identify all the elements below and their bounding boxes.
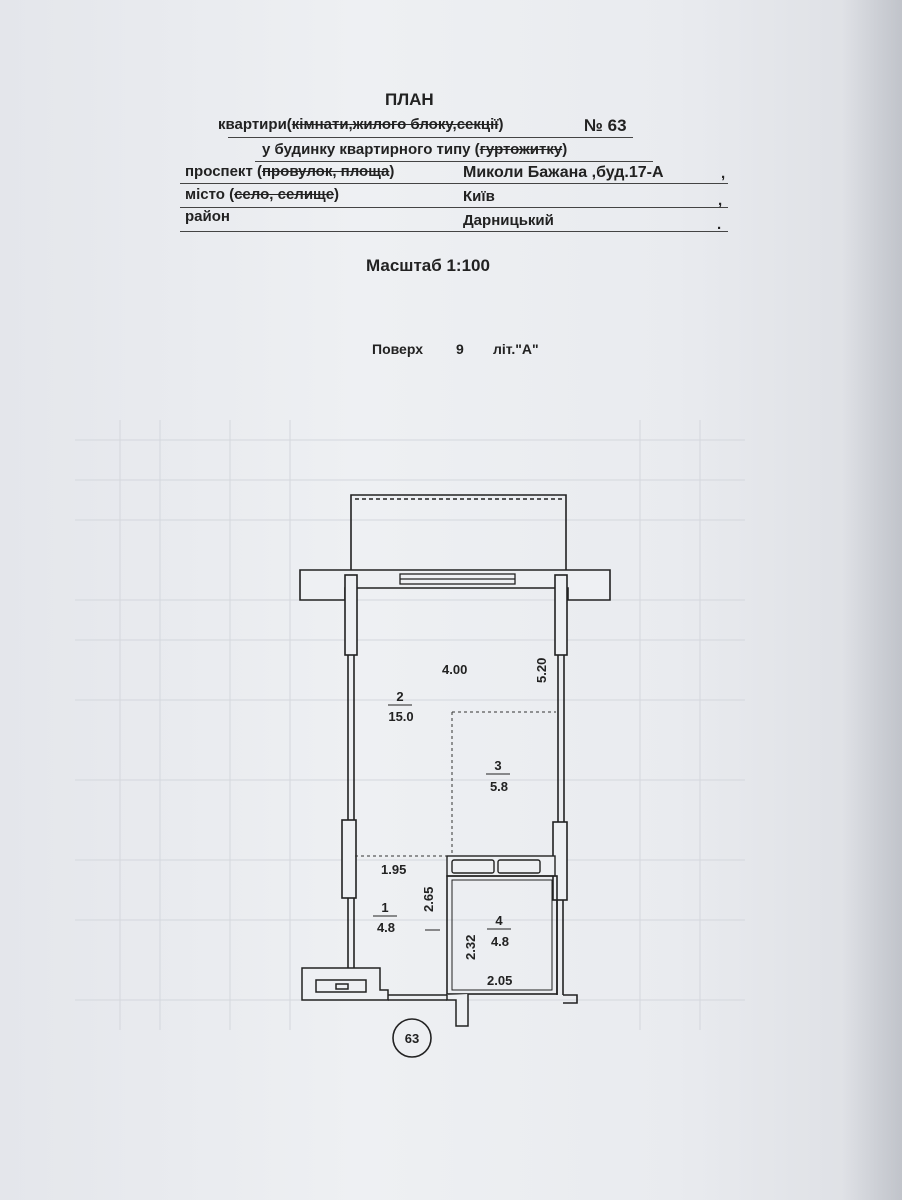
scale-label: Масштаб 1:100 bbox=[366, 256, 490, 275]
room-1-number: 1 bbox=[381, 900, 388, 915]
entrance bbox=[301, 967, 469, 1027]
apartment-line: квартири(кімнати,жилого блоку,секції) bbox=[218, 116, 504, 133]
dim-bath-length: 2.32 bbox=[463, 935, 478, 960]
building-type-underline bbox=[255, 161, 653, 162]
apartment-marker-number: 63 bbox=[405, 1031, 419, 1046]
room-4-number: 4 bbox=[495, 913, 503, 928]
room-4-area: 4.8 bbox=[491, 934, 509, 949]
dimensions: 4.00 5.20 1.95 2.65 2.32 2.05 bbox=[381, 658, 549, 988]
city-value: Київ bbox=[463, 188, 495, 205]
street-underline bbox=[180, 183, 728, 184]
building-type-line: у будинку квартирного типу (гуртожитку) bbox=[262, 141, 567, 158]
room-3-area: 5.8 bbox=[490, 779, 508, 794]
street-suffix: ) bbox=[389, 163, 395, 180]
dim-width-top: 4.00 bbox=[442, 662, 467, 677]
background-grid bbox=[75, 420, 745, 1030]
room-2-number: 2 bbox=[396, 689, 403, 704]
apartment-marker: 63 bbox=[392, 1018, 432, 1058]
city-suffix: ) bbox=[334, 186, 340, 203]
balcony-window bbox=[399, 573, 516, 585]
building-type-suffix: ) bbox=[562, 141, 568, 158]
dim-hall-length: 2.65 bbox=[421, 887, 436, 912]
bathroom-walls bbox=[446, 875, 558, 995]
city-struck: село, селище bbox=[234, 186, 335, 203]
apartment-struck: кімнати,жилого блоку,секції bbox=[291, 116, 499, 133]
street-struck: провулок, площа bbox=[261, 163, 390, 180]
exterior-wall bbox=[299, 569, 611, 601]
street-end: , bbox=[721, 165, 726, 182]
room-2-area: 15.0 bbox=[388, 709, 413, 724]
district-underline bbox=[180, 231, 728, 232]
building-type-struck: гуртожитку bbox=[479, 141, 563, 158]
street-value: Миколи Бажана ,буд.17-А bbox=[463, 164, 664, 181]
street-label: проспект (провулок, площа) bbox=[185, 163, 394, 180]
city-prefix: місто ( bbox=[185, 186, 235, 203]
city-underline bbox=[180, 207, 728, 208]
building-type-prefix: у будинку квартирного типу ( bbox=[262, 141, 480, 158]
floor-label: Поверх bbox=[372, 341, 423, 357]
dim-length-right: 5.20 bbox=[534, 658, 549, 683]
district-label: район bbox=[185, 208, 230, 225]
floor-number: 9 bbox=[456, 341, 464, 357]
left-wall bbox=[341, 574, 358, 968]
room-3-number: 3 bbox=[494, 758, 501, 773]
plan-title: ПЛАН bbox=[385, 90, 434, 109]
apartment-prefix: квартири( bbox=[218, 116, 292, 133]
floor-letter: літ."А" bbox=[493, 341, 539, 357]
dim-hall-width: 1.95 bbox=[381, 862, 406, 877]
kitchen-zone bbox=[355, 711, 556, 857]
room-1-area: 4.8 bbox=[377, 920, 395, 935]
balcony bbox=[350, 494, 567, 570]
apartment-suffix: ) bbox=[498, 116, 504, 133]
district-value: Дарницький bbox=[463, 212, 554, 229]
room-labels: 2 15.0 3 5.8 1 4.8 4 4.8 bbox=[373, 689, 511, 949]
district-end: . bbox=[717, 216, 722, 233]
kitchen-units bbox=[446, 855, 556, 877]
apartment-number: № 63 bbox=[584, 116, 627, 135]
city-label: місто (село, селище) bbox=[185, 186, 339, 203]
page-shadow bbox=[842, 0, 902, 1200]
dim-bath-width: 2.05 bbox=[487, 973, 512, 988]
city-end: , bbox=[718, 192, 723, 209]
apartment-underline bbox=[228, 137, 633, 138]
street-prefix: проспект ( bbox=[185, 163, 262, 180]
